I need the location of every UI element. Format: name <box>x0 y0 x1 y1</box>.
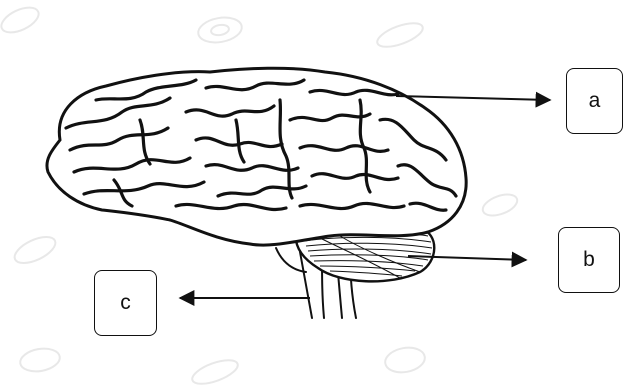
watermark-logo <box>0 2 42 37</box>
arrow-a <box>396 96 550 100</box>
watermark-logo <box>189 355 240 386</box>
label-box-c: c <box>94 270 157 336</box>
label-box-b: b <box>558 227 620 293</box>
watermark-logo <box>383 345 427 376</box>
label-b-text: b <box>583 248 595 272</box>
label-box-a: a <box>566 68 623 134</box>
watermark-logo <box>11 232 59 269</box>
cerebrum <box>47 68 466 245</box>
watermark-logo <box>374 18 425 51</box>
label-c-text: c <box>120 291 131 315</box>
watermark-logo <box>196 14 243 45</box>
watermark-logo <box>480 190 520 219</box>
watermark-logo <box>18 346 61 375</box>
label-a-text: a <box>589 89 601 113</box>
